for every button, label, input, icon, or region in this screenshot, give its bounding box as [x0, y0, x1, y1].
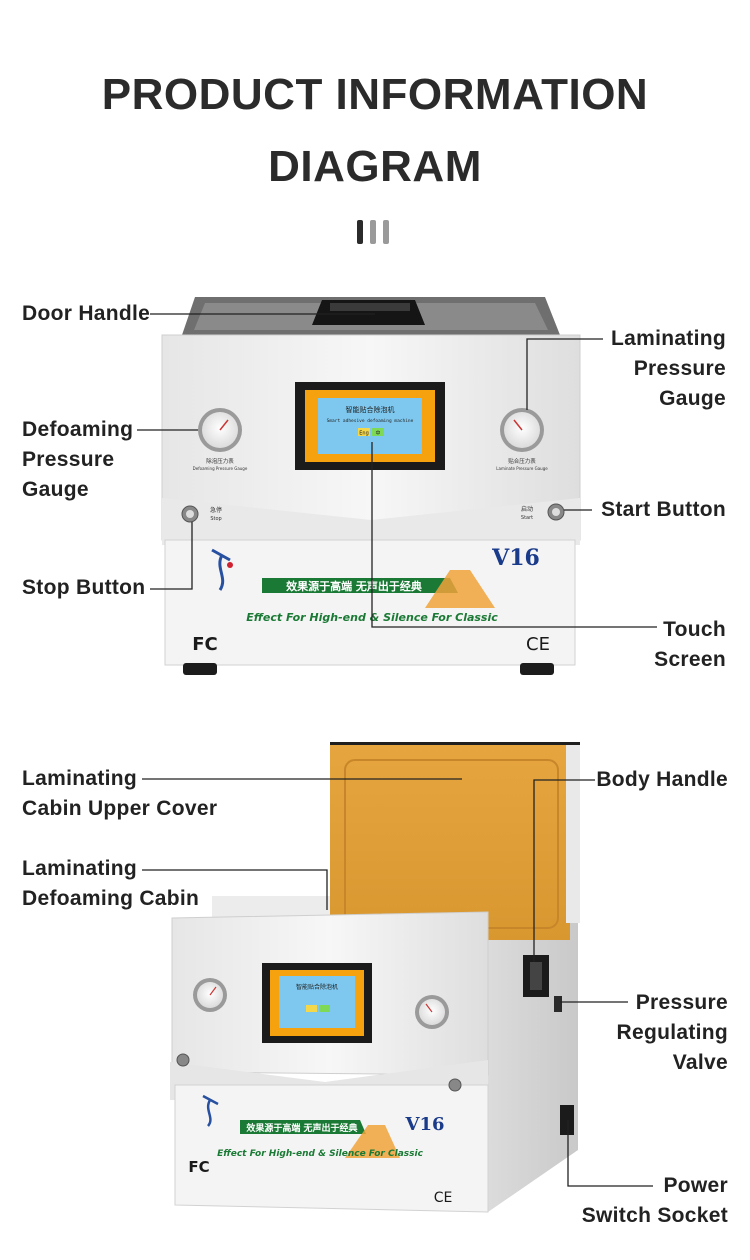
- slogan-triangle-icon: [345, 1125, 400, 1158]
- stop-button-icon: [176, 1053, 190, 1067]
- label-line: Pressure: [633, 357, 726, 380]
- start-button-icon: [448, 1078, 462, 1092]
- touch-screen-display: [279, 976, 355, 1028]
- machine-body-lower: [174, 1084, 489, 1213]
- leader-touch-screen: [371, 442, 657, 628]
- leader-stop-button: [150, 522, 193, 590]
- label-body-handle: Body Handle: [596, 768, 728, 791]
- label-line: Switch Socket: [581, 1204, 728, 1227]
- machine-side-panel: [485, 905, 578, 1212]
- label-line: Cabin Upper Cover: [22, 797, 218, 820]
- label-line: Screen: [654, 648, 726, 671]
- screen-cn-button: [372, 428, 384, 436]
- gauge-right-cn: 贴合压力表: [508, 457, 536, 465]
- divider-bar: [357, 220, 363, 244]
- laminating-defoaming-cabin: [212, 896, 330, 918]
- label-touch-screen: Touch Screen: [654, 615, 726, 675]
- label-line: Laminating: [610, 327, 726, 350]
- power-switch-socket: [560, 1105, 574, 1135]
- label-line: Defoaming: [22, 418, 134, 441]
- touch-screen-display: [318, 398, 422, 454]
- label-laminating-defoaming-cabin: Laminating Defoaming Cabin: [22, 854, 199, 914]
- machine-foot: [520, 663, 554, 675]
- label-line: Laminating: [22, 767, 138, 790]
- screen-eng-button: [358, 428, 370, 436]
- screen-cn-label: 中: [375, 430, 380, 437]
- ce-mark: CE: [434, 1190, 453, 1206]
- label-line: Gauge: [22, 478, 89, 501]
- label-laminating-cabin-upper-cover: Laminating Cabin Upper Cover: [22, 764, 217, 824]
- title-divider-bars: [357, 220, 393, 244]
- model-number: V16: [491, 545, 540, 571]
- leader-body-handle: [533, 779, 595, 962]
- label-line: Touch: [663, 618, 726, 641]
- screen-eng-label: Eng: [359, 431, 369, 437]
- slogan-cn: 效果源于高端 无声出于经典: [286, 579, 422, 593]
- label-defoaming-pressure-gauge: Defoaming Pressure Gauge: [22, 415, 133, 505]
- stop-en: Stop: [210, 516, 221, 522]
- brand-logo-icon: [211, 548, 231, 591]
- open-machine: 智能贴合除泡机 V16 效果源于高端 无声出于经典 Effect For Hig…: [170, 742, 580, 1213]
- label-stop-button: Stop Button: [22, 576, 146, 599]
- fc-mark: FC: [192, 634, 218, 655]
- label-line: Pressure: [635, 991, 728, 1014]
- label-line: Power: [663, 1174, 728, 1197]
- label-start-button: Start Button: [601, 498, 726, 521]
- start-cn: 启动: [521, 505, 533, 513]
- gauge-left-cn: 除泡压力表: [206, 457, 234, 465]
- screen-title-en: Smart adhesive defoaming machine: [327, 418, 414, 424]
- label-pressure-regulating-valve: Pressure Regulating Valve: [617, 988, 729, 1078]
- front-machine: 智能贴合除泡机 Smart adhesive defoaming machine…: [161, 297, 581, 675]
- stop-cn: 急停: [210, 506, 222, 514]
- label-line: Laminating: [22, 857, 138, 880]
- machine-body-fold: [162, 498, 580, 545]
- slogan-banner: [262, 578, 458, 593]
- leader-power-socket: [567, 1120, 653, 1187]
- page-title-line-2: DIAGRAM: [268, 142, 482, 191]
- label-line: Defoaming Cabin: [22, 887, 200, 910]
- fc-mark: FC: [188, 1158, 209, 1176]
- slogan-banner: [240, 1120, 366, 1134]
- leader-defoaming-cabin: [142, 869, 328, 910]
- screen-title-cn: 智能贴合除泡机: [296, 983, 338, 991]
- ce-mark: CE: [526, 634, 550, 655]
- label-line: Gauge: [659, 387, 726, 410]
- slogan-triangle-icon: [425, 570, 495, 608]
- screen-title-cn: 智能贴合除泡机: [346, 405, 395, 414]
- cover-side-edge: [566, 745, 580, 923]
- label-power-switch-socket: Power Switch Socket: [582, 1171, 728, 1231]
- divider-bar: [370, 220, 376, 244]
- laminating-cabin-upper-cover: [330, 745, 570, 940]
- gauge-right-en: Laminate Pressure Gauge: [496, 466, 548, 471]
- door-handle-grip: [330, 303, 410, 311]
- label-line: Valve: [672, 1051, 728, 1074]
- slogan-en: Effect For High-end & Silence For Classi…: [217, 1149, 423, 1159]
- gauge-left-en: Defoaming Pressure Gauge: [193, 466, 248, 471]
- slogan-cn: 效果源于高端 无声出于经典: [246, 1122, 357, 1134]
- label-line: Regulating: [616, 1021, 728, 1044]
- brand-logo-icon: [202, 1094, 219, 1127]
- divider-bar: [383, 220, 389, 244]
- label-laminating-pressure-gauge: Laminating Pressure Gauge: [611, 324, 726, 414]
- page-title-line-1: PRODUCT INFORMATION: [101, 70, 649, 119]
- machine-foot: [183, 663, 217, 675]
- label-line: Pressure: [22, 448, 115, 471]
- pressure-regulating-valve: [554, 996, 562, 1012]
- machine-body-lower: [164, 539, 576, 666]
- model-number: V16: [404, 1114, 444, 1135]
- start-en: Start: [521, 515, 533, 521]
- label-door-handle: Door Handle: [22, 302, 151, 325]
- leader-laminating-gauge: [526, 338, 603, 410]
